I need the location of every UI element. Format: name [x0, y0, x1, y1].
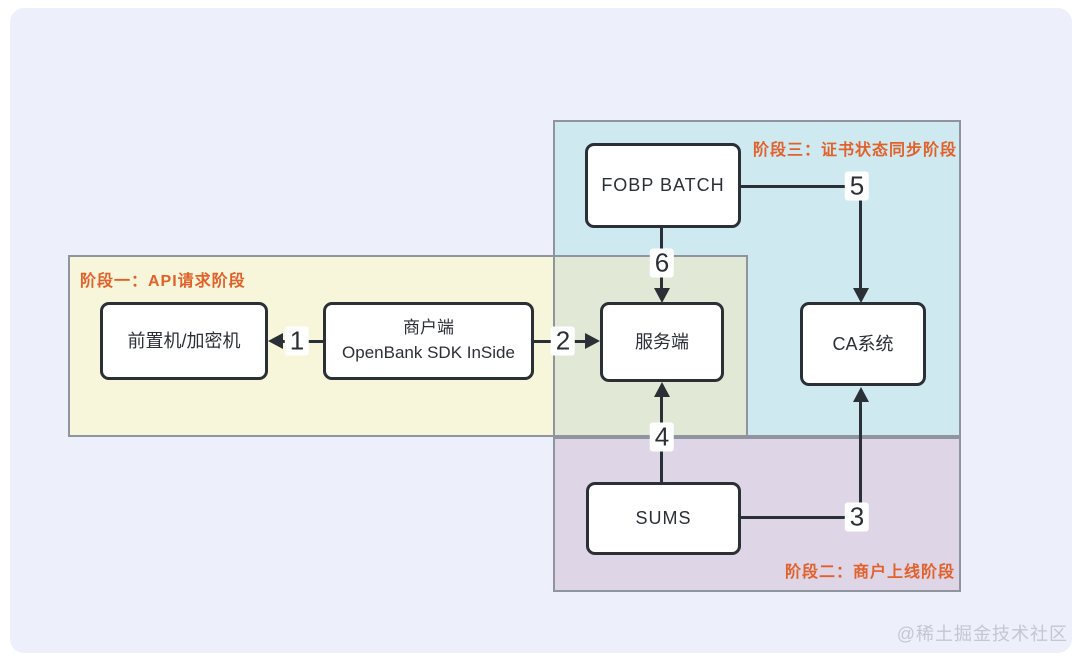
node-frontend-encryptor-label: 前置机/加密机 — [127, 330, 241, 351]
arrow-3-line-horizontal — [741, 516, 862, 519]
step-4-label: 4 — [649, 422, 675, 452]
step-1-label: 1 — [284, 326, 310, 356]
arrow-3-line-vertical — [859, 400, 862, 519]
step-2-label: 2 — [550, 326, 576, 356]
step-3-label: 3 — [844, 502, 870, 532]
node-merchant-sdk: 商户端 OpenBank SDK InSide — [323, 302, 534, 380]
arrow-5-head-icon — [853, 288, 869, 303]
node-frontend-encryptor: 前置机/加密机 — [100, 302, 268, 380]
phase3-label: 阶段三：证书状态同步阶段 — [752, 142, 957, 159]
phase2-label: 阶段二：商户上线阶段 — [784, 564, 955, 581]
node-server: 服务端 — [600, 302, 724, 382]
arrow-5-line-vertical — [859, 185, 862, 290]
node-merchant-line1: 商户端 — [403, 318, 454, 338]
node-ca-system-label: CA系统 — [832, 333, 894, 354]
node-fobp-batch: FOBP BATCH — [585, 143, 741, 228]
arrow-3-head-icon — [853, 387, 869, 402]
arrow-5-line-horizontal — [741, 185, 862, 188]
arrow-4-head-icon — [654, 382, 670, 397]
arrow-2-head-icon — [585, 333, 600, 349]
node-sums: SUMS — [586, 482, 741, 555]
watermark: @稀土掘金技术社区 — [896, 624, 1068, 644]
arrow-1-head-icon — [268, 333, 283, 349]
node-ca-system: CA系统 — [800, 302, 926, 386]
node-merchant-line2: OpenBank SDK InSide — [342, 343, 515, 362]
node-fobp-batch-label: FOBP BATCH — [601, 175, 725, 196]
node-server-label: 服务端 — [635, 331, 689, 352]
step-5-label: 5 — [844, 171, 870, 201]
node-sums-label: SUMS — [635, 508, 692, 529]
step-6-label: 6 — [649, 248, 675, 278]
arrow-6-head-icon — [654, 288, 670, 303]
phase1-label: 阶段一：API请求阶段 — [80, 273, 246, 290]
